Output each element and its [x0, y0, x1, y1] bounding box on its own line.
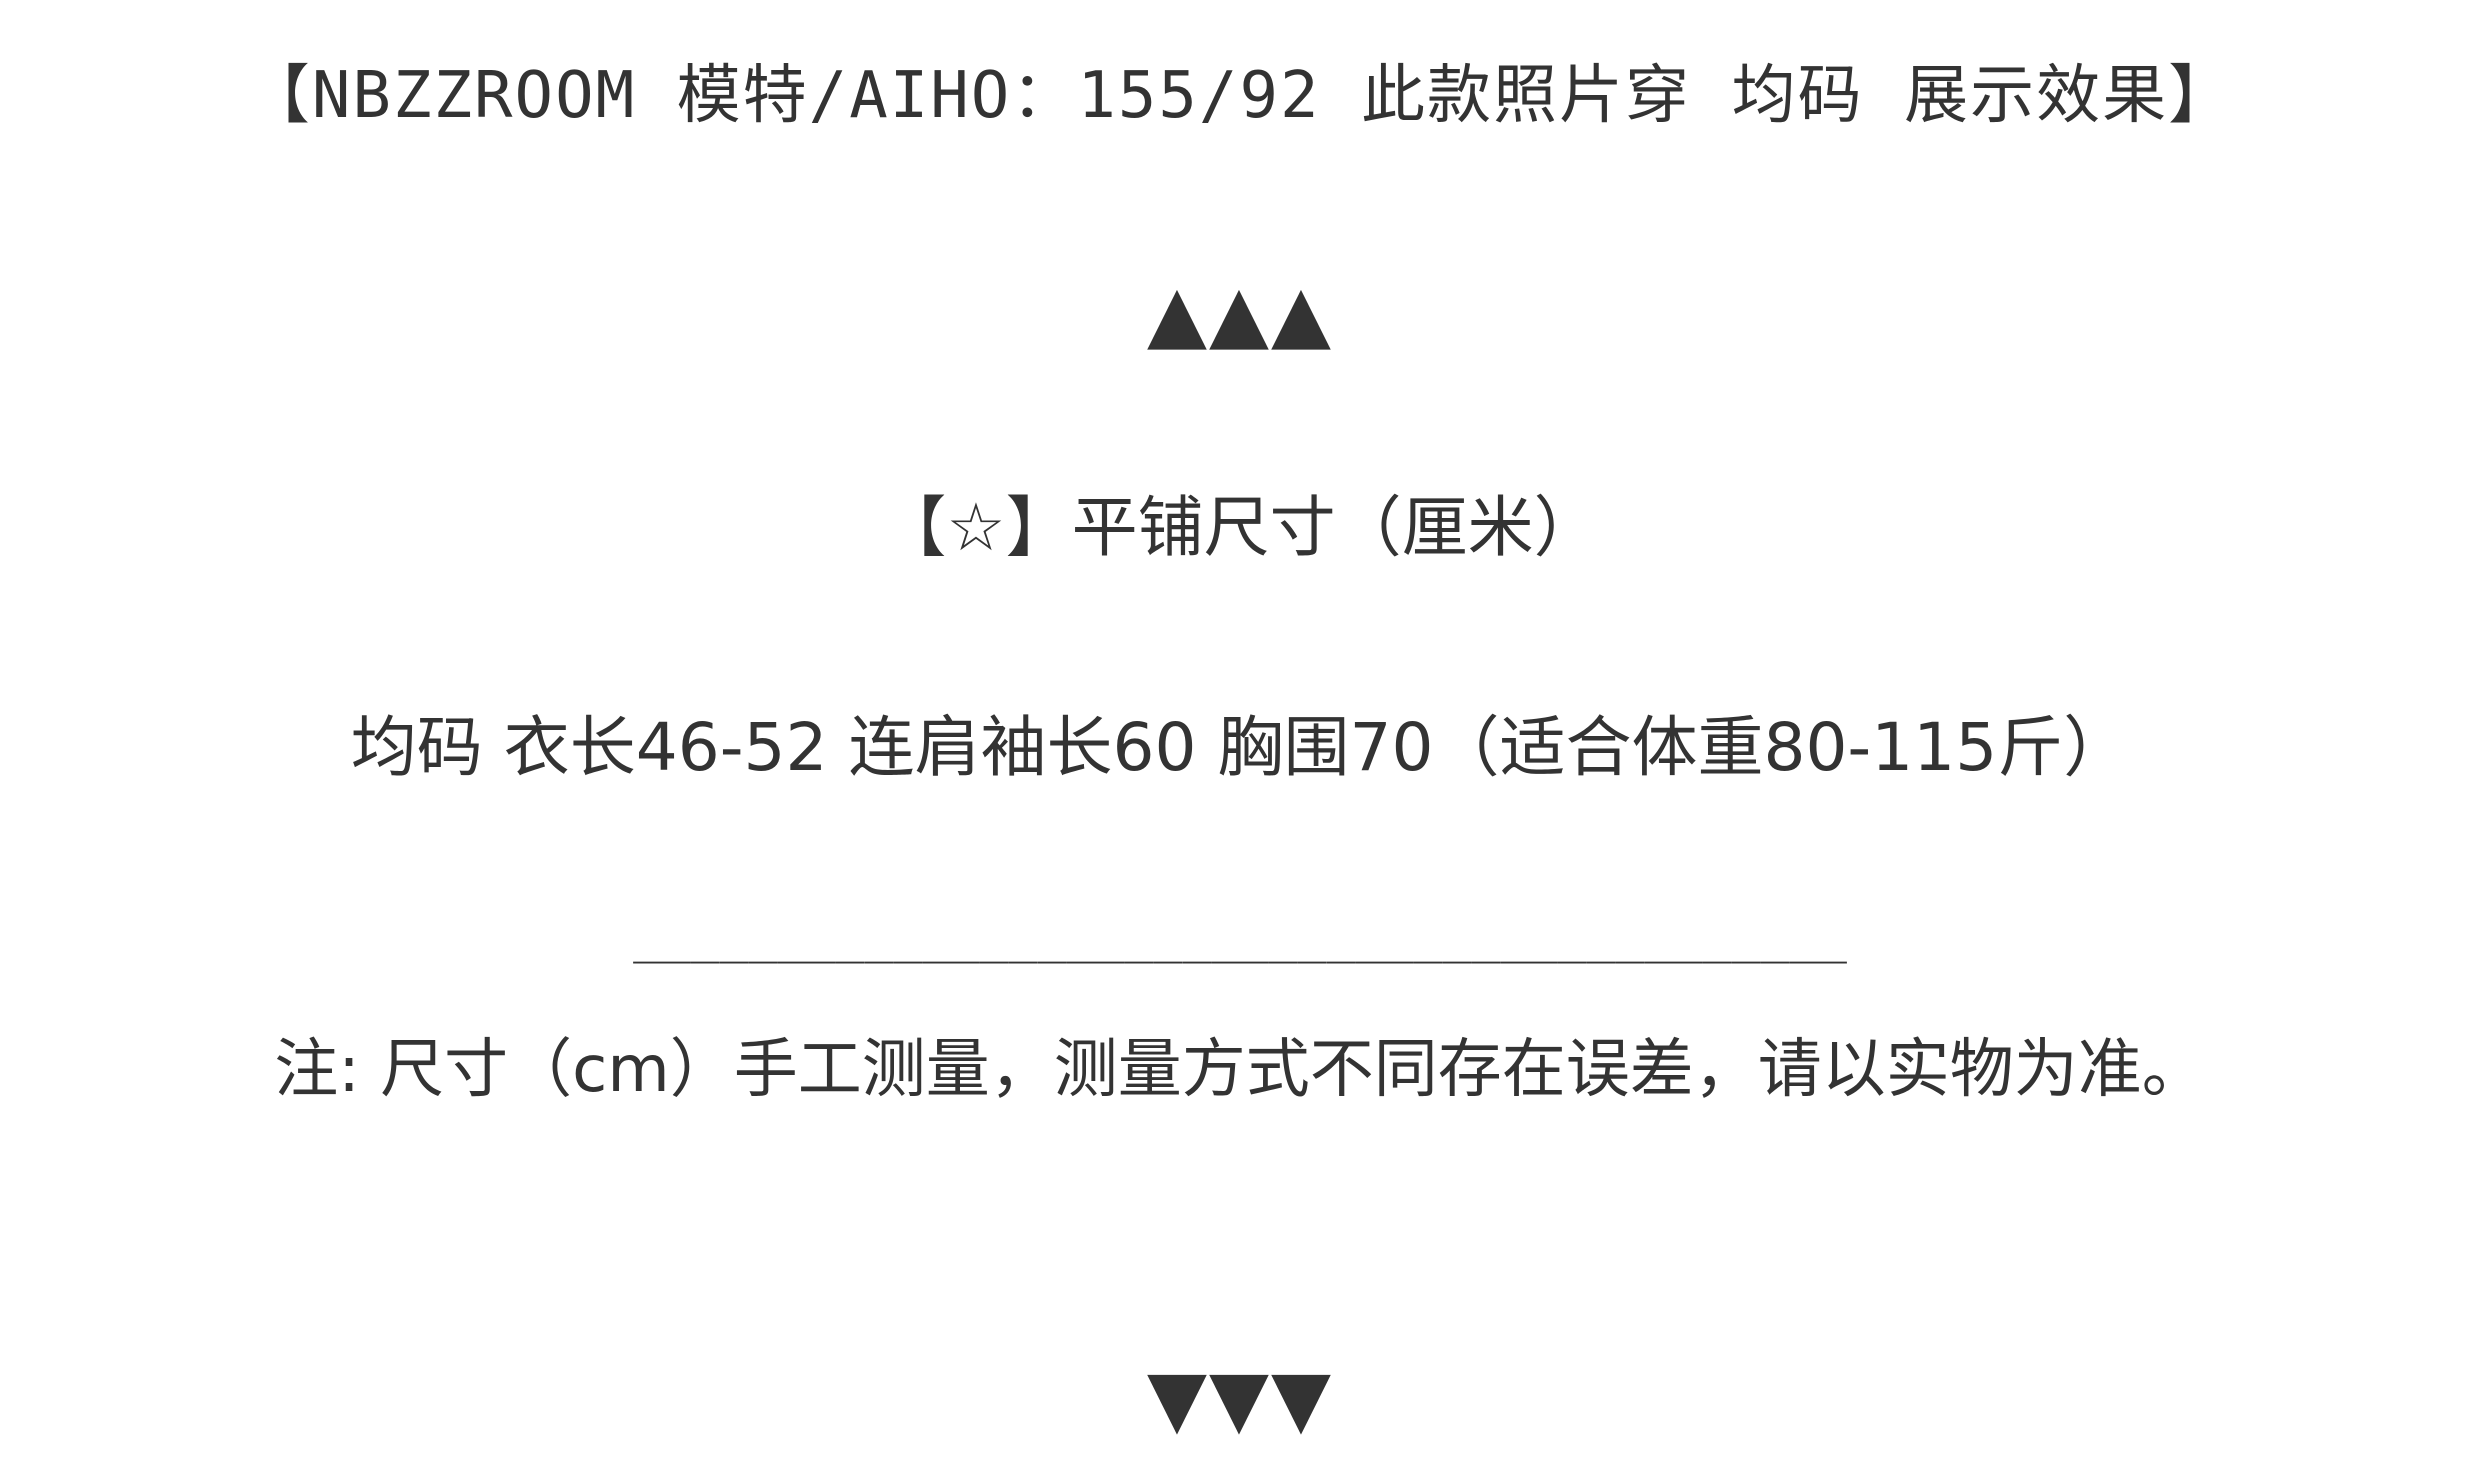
flat-size-heading: 【☆】平铺尺寸（厘米）	[880, 489, 1600, 566]
up-triangles-icon: ▲▲▲	[1147, 269, 1333, 359]
divider-line: ________________________________________…	[633, 908, 1847, 964]
down-triangles-icon: ▼▼▼	[1147, 1354, 1333, 1444]
size-measurements: 均码 衣长46-52 连肩袖长60 胸围70（适合体重80-115斤）	[350, 709, 2130, 786]
model-info-title: 【NBZZROOM 模特/AIHO：155/92 此款照片穿 均码 展示效果】	[245, 59, 2235, 133]
measurement-note: 注: 尺寸（cm）手工测量，测量方式不同存在误差，请以实物为准。	[274, 1033, 2206, 1107]
